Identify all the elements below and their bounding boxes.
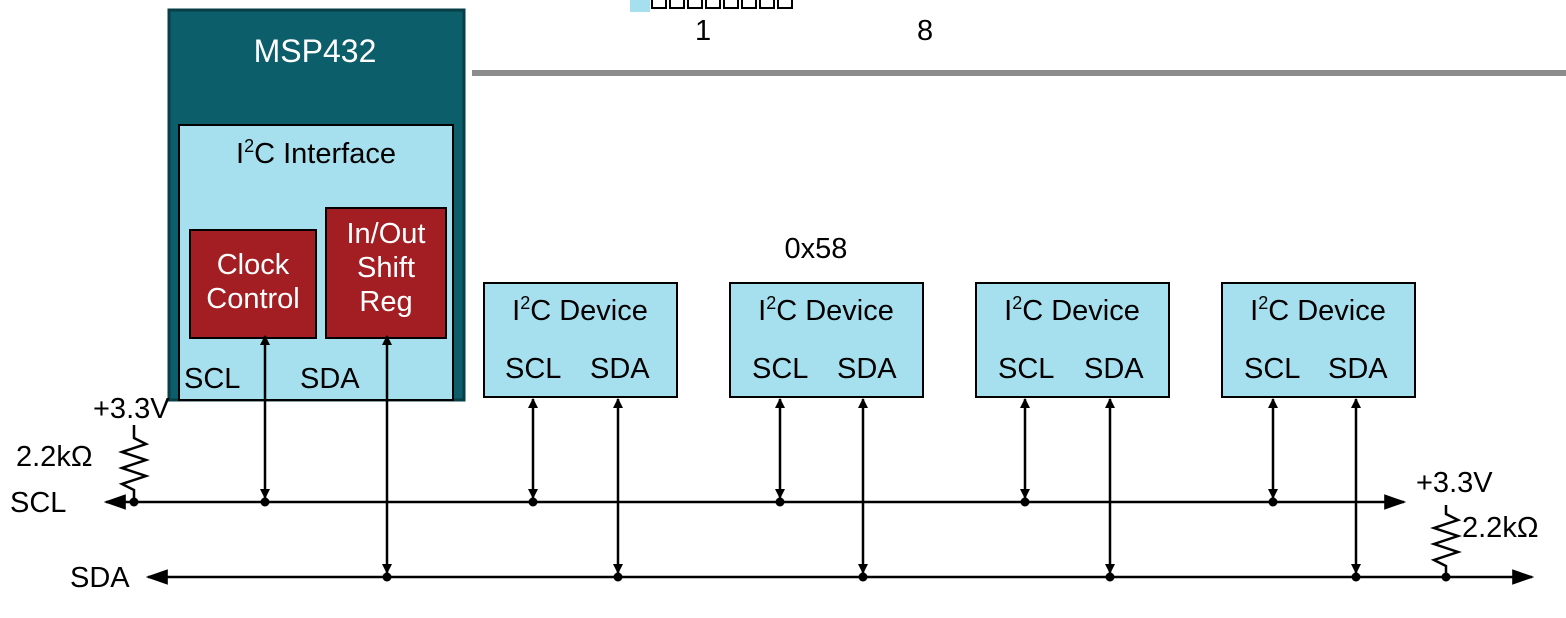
device-title: I2C Device [1250, 293, 1386, 327]
device-scl-label: SCL [998, 353, 1054, 385]
clock-control-line2: Control [206, 283, 300, 315]
i2c-device-1: I2C Device SCL SDA [483, 282, 678, 398]
pullup-resistor-right: +3.3V 2.2kΩ [1416, 467, 1539, 577]
pin-row [651, 0, 793, 9]
pullup-resistor-left: +3.3V 2.2kΩ [16, 393, 170, 502]
device-sda-label: SDA [590, 353, 650, 385]
device-sda-label: SDA [837, 353, 897, 385]
device-title: I2C Device [512, 293, 648, 327]
clock-control-line1: Clock [217, 249, 290, 281]
i2c-interface-label: I2C Interface [236, 136, 396, 170]
shift-register-line2: Shift [357, 252, 415, 284]
junction-dots [129, 497, 1451, 582]
pullup-right-resistance: 2.2kΩ [1462, 512, 1539, 544]
pin-last-label: 8 [917, 15, 933, 47]
i2c-device-3: I2C Device SCL SDA [975, 282, 1170, 398]
cropped-panel: 1 8 [466, 0, 1566, 76]
bus-lines [103, 494, 1535, 585]
i2c-device-2: 0x58 I2C Device SCL SDA [729, 233, 924, 398]
scl-bus-label: SCL [10, 487, 66, 519]
shift-register-block [325, 207, 447, 339]
resistor-right-symbol [1430, 505, 1462, 577]
device-address-label: 0x58 [785, 233, 848, 265]
bus-connections [260, 335, 1361, 574]
device-scl-label: SCL [752, 353, 808, 385]
shift-register-line3: Reg [359, 286, 412, 318]
clock-control-block [189, 229, 317, 339]
mcu-scl-label: SCL [184, 363, 240, 395]
mcu-sda-label: SDA [300, 363, 360, 395]
i2c-device-4: I2C Device SCL SDA [1221, 282, 1416, 398]
sda-bus-label: SDA [70, 562, 130, 594]
shift-register-line1: In/Out [347, 218, 426, 250]
mcu-block: MSP432 I2C Interface Clock Control In/Ou… [167, 8, 466, 402]
pin-first-label: 1 [695, 15, 711, 47]
device-scl-label: SCL [1244, 353, 1300, 385]
device-title: I2C Device [1004, 293, 1140, 327]
pullup-right-voltage: +3.3V [1416, 467, 1493, 499]
pullup-left-voltage: +3.3V [93, 393, 170, 425]
resistor-left-symbol [118, 425, 150, 502]
device-title: I2C Device [758, 293, 894, 327]
device-scl-label: SCL [505, 353, 561, 385]
pullup-left-resistance: 2.2kΩ [16, 441, 93, 473]
device-sda-label: SDA [1328, 353, 1388, 385]
mcu-title: MSP432 [254, 33, 377, 69]
device-sda-label: SDA [1084, 353, 1144, 385]
